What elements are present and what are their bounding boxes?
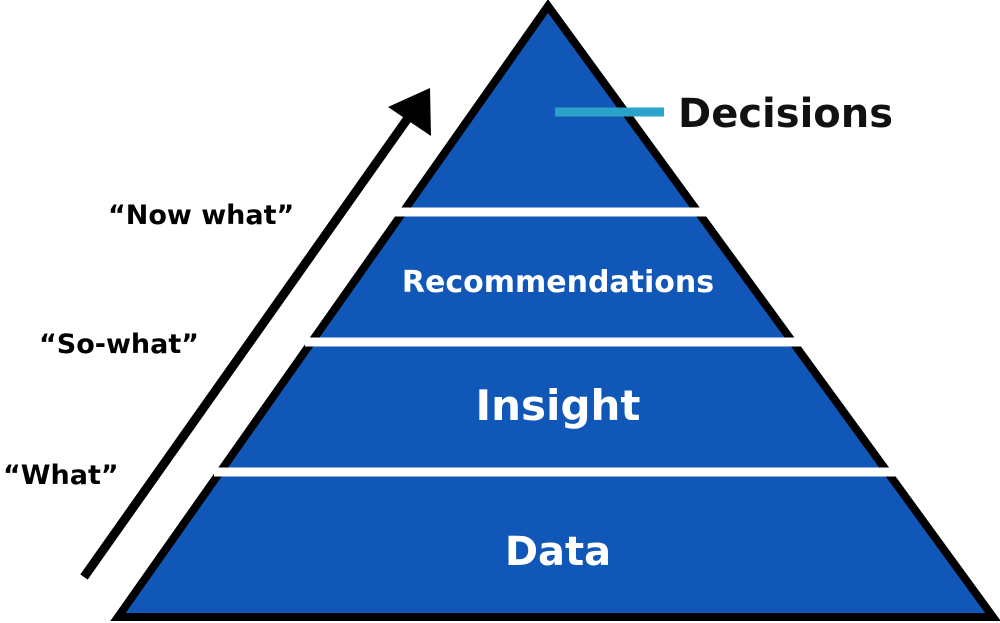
tier-label-recommendations: Recommendations bbox=[402, 265, 714, 300]
now-what-label: “Now what” bbox=[108, 200, 294, 231]
tier-label-data: Data bbox=[505, 529, 611, 575]
progression-arrow-shaft bbox=[80, 115, 412, 580]
what-label: “What” bbox=[3, 460, 119, 491]
progression-arrow-head bbox=[388, 88, 431, 136]
decisions-label: Decisions bbox=[678, 91, 893, 137]
so-what-label: “So-what” bbox=[39, 329, 199, 360]
tier-label-insight: Insight bbox=[476, 381, 641, 430]
pyramid-outline bbox=[110, 0, 1000, 621]
